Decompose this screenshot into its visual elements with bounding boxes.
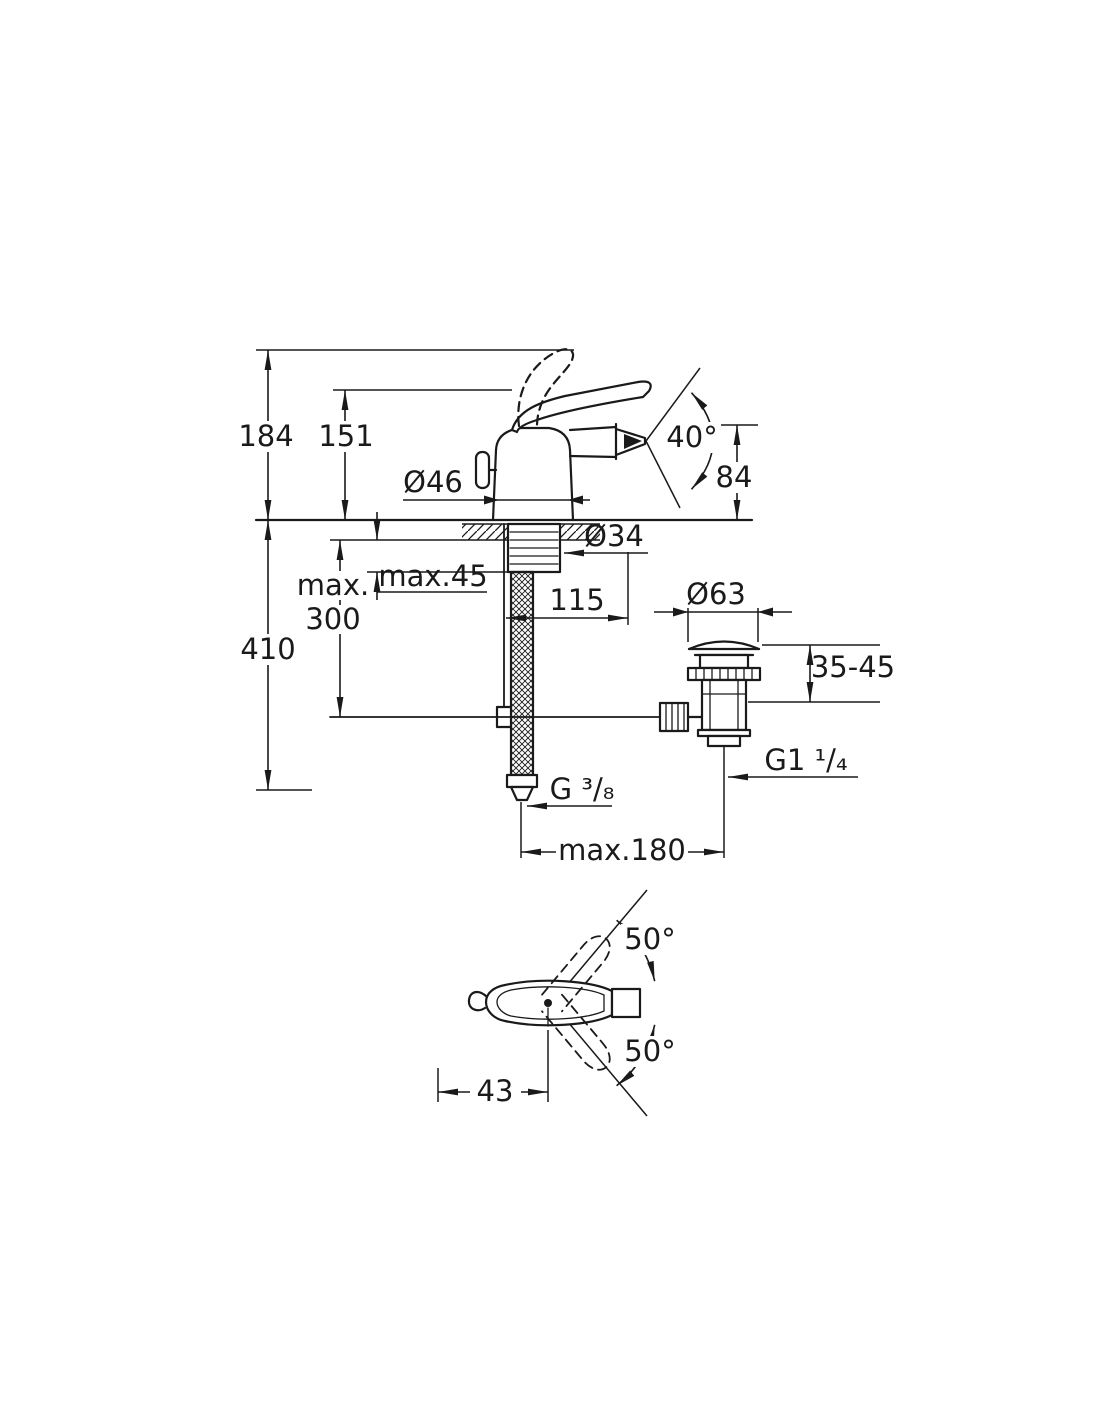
shank-threads [509, 531, 559, 565]
pop-up-waste [658, 640, 762, 748]
flange-knurl [695, 667, 753, 681]
label-center-to-waste-max: max.180 [558, 833, 686, 867]
label-hose-reach-max-2: 300 [305, 602, 360, 636]
label-handle-swing-down: 50° [624, 1034, 675, 1068]
label-body-diameter: Ø46 [403, 465, 463, 499]
label-supply-thread: G ³/₈ [550, 772, 615, 806]
label-waste-thread: G1 ¹/₄ [764, 743, 847, 777]
label-deck-thickness-max: max.45 [378, 559, 487, 593]
label-shank-diameter: Ø34 [584, 519, 644, 553]
label-rod-offset: 115 [549, 583, 604, 617]
label-hose-reach-max-1: max. [297, 568, 369, 602]
label-backgrounds [240, 421, 757, 1107]
label-spout-angle: 40° [666, 420, 717, 454]
label-handle-tip-offset: 43 [477, 1074, 514, 1108]
label-handle-swing-up: 50° [624, 922, 675, 956]
label-waste-flange-diameter: Ø63 [686, 577, 746, 611]
dimension-labels: 184 151 Ø46 40° 84 Ø34 max.45 max. 300 1… [238, 419, 895, 1108]
label-height-total: 184 [238, 419, 293, 453]
coupler-knurl [665, 702, 685, 732]
handle-plan-view [467, 935, 642, 1071]
label-spout-height: 84 [716, 460, 753, 494]
label-height-upper: 151 [318, 419, 373, 453]
label-waste-clamp-range: 35-45 [811, 650, 895, 684]
label-depth-total: 410 [240, 632, 295, 666]
faucet-elevation [254, 348, 754, 802]
